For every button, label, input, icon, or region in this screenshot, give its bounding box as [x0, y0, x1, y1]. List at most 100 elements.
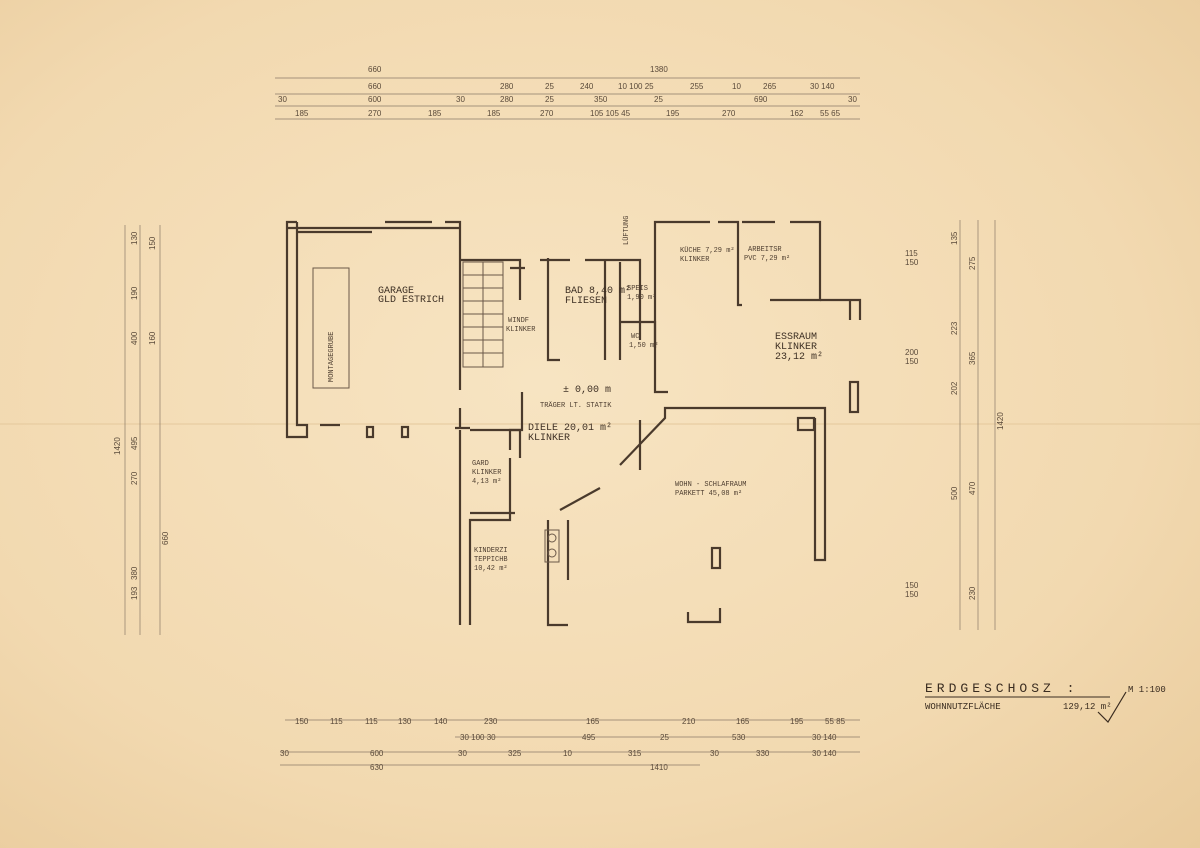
- level-mark: ± 0,00 m: [563, 385, 611, 396]
- room-garage-floor: GLD ESTRICH: [378, 295, 444, 306]
- room-gard-area: 4,13 m²: [472, 478, 501, 486]
- dim-bot-r1-4: 140: [434, 717, 448, 726]
- dim-right3-3: 470: [968, 481, 977, 495]
- room-essraum-area: 23,12 m²: [775, 352, 823, 363]
- dim-right3-5: 230: [968, 586, 977, 600]
- dim-bot-r1-9: 195: [790, 717, 804, 726]
- walls: [285, 220, 862, 627]
- dim-top-overall: 1380: [650, 65, 668, 74]
- dim-bot-r1-8: 165: [736, 717, 750, 726]
- dim-right3-2: 365: [968, 351, 977, 365]
- window-note: LÜFTUNG: [622, 216, 631, 245]
- dim-top-r3-8: 30: [848, 95, 857, 104]
- room-wohn-name: WOHN - SCHLAFRAUM: [675, 481, 746, 489]
- dimensions-right: 115 150 200 150 150 150 1420 135 223 202…: [905, 231, 1005, 600]
- dim-top-r4-8: 162: [790, 109, 804, 118]
- room-kinder-floor: TEPPICHB: [474, 556, 508, 564]
- dim-bot-r1-0: 150: [295, 717, 309, 726]
- dim-left-4: 270: [130, 471, 139, 485]
- dim-top-r4-9: 55 65: [820, 109, 841, 118]
- dimensions-bottom: 150 115 115 130 140 230 165 210 165 195 …: [280, 717, 846, 772]
- dim-bot-r3-4: 10: [563, 749, 572, 758]
- plan-title: ERDGESCHOSZ :: [925, 681, 1078, 696]
- dim-left2-1: 160: [148, 331, 157, 345]
- room-windfang-floor: KLINKER: [506, 326, 536, 334]
- room-wohn-floor: PARKETT 45,08 m²: [675, 490, 742, 498]
- dim-bot-r4-1: 1410: [650, 763, 668, 772]
- dim-right-overall: 1420: [996, 412, 1005, 430]
- dim-bot-r3-3: 325: [508, 749, 522, 758]
- dim-bot-r1-5: 230: [484, 717, 498, 726]
- dim-bot-r4-0: 630: [370, 763, 384, 772]
- dim-left-5: 380: [130, 566, 139, 580]
- dim-top-r2-7: 265: [763, 82, 777, 91]
- dim-bot-r1-10: 55 85: [825, 717, 846, 726]
- dim-bot-r1-7: 210: [682, 717, 696, 726]
- dim-bot-r2-3: 530: [732, 733, 746, 742]
- dim-left-2: 400: [130, 331, 139, 345]
- dim-right2-3: 223: [950, 321, 959, 335]
- dim-top-r3-0: 30: [278, 95, 287, 104]
- dim-right3-1: 275: [968, 256, 977, 270]
- dim-bot-r2-1: 495: [582, 733, 596, 742]
- garage-pit-label: MONTAGEGRUBE: [328, 332, 336, 382]
- room-arbeitsr-name: ARBEITSR: [748, 246, 782, 254]
- garage-pit: [312, 267, 350, 389]
- dim-right-5: 150: [905, 590, 919, 599]
- dim-left-0: 130: [130, 231, 139, 245]
- dim-top-r2-5: 255: [690, 82, 704, 91]
- room-essraum-name: ESSRAUM: [775, 332, 817, 343]
- dim-bot-r1-1: 115: [330, 717, 343, 726]
- dim-top-r2-2: 25: [545, 82, 554, 91]
- dim-right2-1: 135: [950, 231, 959, 245]
- room-kinder-area: 10,42 m²: [474, 565, 508, 573]
- room-arbeitsr-floor: PVC 7,29 m²: [744, 255, 790, 263]
- dim-top-r2-6: 10: [732, 82, 741, 91]
- dim-bot-r1-3: 130: [398, 717, 412, 726]
- dim-top-r2-0: 660: [368, 82, 382, 91]
- dim-right-2: 200: [905, 348, 919, 357]
- room-kinder-name: KINDERZI: [474, 547, 508, 555]
- room-kueche-floor: KLINKER: [680, 256, 710, 264]
- dim-left-1: 190: [130, 286, 139, 300]
- check-mark-icon: [1097, 691, 1127, 723]
- dim-top-r3-7: 690: [754, 95, 768, 104]
- room-bad-floor: FLIESEN: [565, 296, 607, 307]
- dim-top-r4-4: 270: [540, 109, 554, 118]
- dimension-lines: [124, 77, 996, 766]
- dim-top-r3-1: 600: [368, 95, 382, 104]
- dim-right-4: 150: [905, 581, 919, 590]
- room-essraum-floor: KLINKER: [775, 342, 817, 353]
- room-wc-name: WC: [631, 333, 639, 341]
- dim-top-r3-5: 350: [594, 95, 608, 104]
- dim-top-r3-6: 25: [654, 95, 663, 104]
- plan-scale: M 1:100: [1128, 685, 1166, 695]
- room-wc-area: 1,50 m²: [629, 342, 658, 350]
- dim-top-r3-2: 30: [456, 95, 465, 104]
- stove: [544, 529, 560, 563]
- room-diele-name: DIELE 20,01 m²: [528, 423, 612, 434]
- dim-top-r4-6: 195: [666, 109, 680, 118]
- dim-bot-r3-6: 30: [710, 749, 719, 758]
- dim-bot-r3-0: 30: [280, 749, 289, 758]
- dimensions-top: 1380 660 660 280 25 240 10 100 25 255 10…: [278, 65, 857, 118]
- dim-left-6: 193: [130, 586, 139, 600]
- room-gard-name: GARD: [472, 460, 489, 468]
- dim-bot-r3-7: 330: [756, 749, 770, 758]
- dim-top-r2-1: 280: [500, 82, 514, 91]
- dim-right-0: 115: [905, 249, 918, 258]
- dim-top-r2-4: 10 100 25: [618, 82, 654, 91]
- area-label: WOHNNUTZFLÄCHE: [925, 702, 1001, 712]
- dim-right-3: 150: [905, 357, 919, 366]
- room-bad-name: BAD 8,40 m²: [565, 286, 631, 297]
- dim-top-r2-3: 240: [580, 82, 594, 91]
- dim-bot-r2-2: 25: [660, 733, 669, 742]
- room-speis-area: 1,90 m²: [627, 294, 656, 302]
- dim-top-r1-0: 660: [368, 65, 382, 74]
- dim-top-r3-4: 25: [545, 95, 554, 104]
- staircase: [462, 261, 504, 368]
- dim-bot-r3-5: 315: [628, 749, 642, 758]
- dim-top-r4-0: 185: [295, 109, 309, 118]
